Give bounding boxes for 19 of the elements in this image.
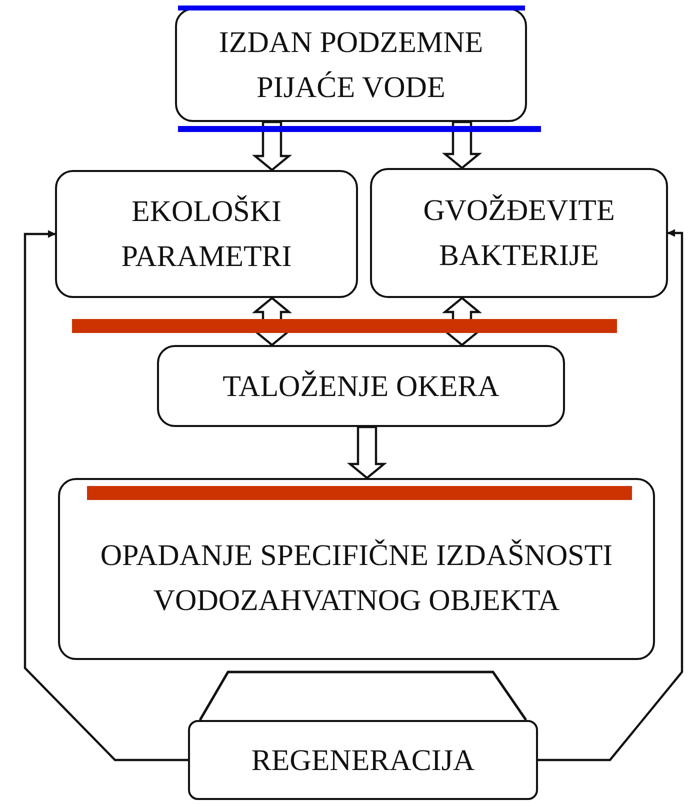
feedback-arrow — [538, 229, 684, 762]
box-text: IZDAN PODZEMNE PIJAĆE VODE — [218, 25, 484, 106]
block-arrow — [252, 296, 292, 346]
process-box — [370, 168, 668, 298]
process-box — [55, 170, 358, 298]
process-box — [157, 345, 565, 427]
process-box — [188, 720, 538, 800]
process-box — [175, 8, 527, 122]
box-text: REGENERACIJA — [251, 742, 475, 778]
box-text: EKOLOŠKI PARAMETRI — [120, 194, 293, 275]
block-arrow — [252, 120, 292, 172]
feedback-arrow — [24, 230, 188, 762]
block-arrow — [442, 120, 482, 170]
block-arrow — [346, 426, 388, 480]
box-text: GVOŽĐEVITE BAKTERIJE — [422, 193, 616, 274]
block-arrow — [442, 296, 482, 346]
box-text: TALOŽENJE OKERA — [222, 368, 500, 404]
box-text: OPADANJE SPECIFIČNE IZDAŠNOSTI VODOZAHVATNOG OBJEKTA — [99, 538, 614, 619]
process-box — [58, 478, 655, 660]
